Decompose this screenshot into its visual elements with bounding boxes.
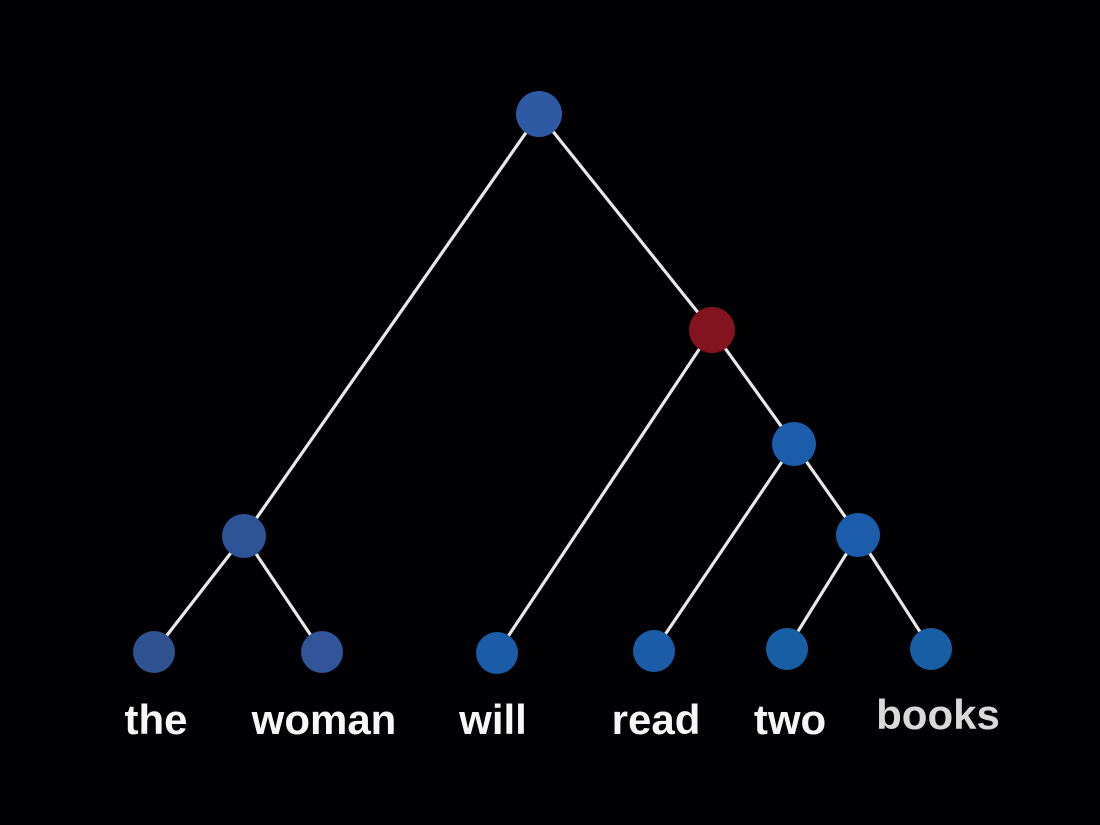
sentence-words-layer: the woman will read two books [125,691,1000,743]
tree-node-leaf-the [133,631,175,673]
tree-edges-layer [152,112,933,655]
tree-nodes-layer [133,91,952,674]
tree-edge-root-np-subject [242,112,541,538]
word-label-woman: woman [251,696,397,743]
word-label-two: two [754,696,826,743]
word-label-will: will [458,696,527,743]
tree-node-leaf-read [633,630,675,672]
word-label-read: read [612,696,701,743]
tree-edge-aux-phrase-vp [710,328,796,446]
word-label-the: the [125,696,188,743]
tree-edge-np-object-leaf-books [856,533,933,651]
tree-node-leaf-two [766,628,808,670]
tree-node-vp [772,422,816,466]
tree-edge-aux-phrase-leaf-will [495,328,714,655]
tree-edge-vp-leaf-read [652,442,796,653]
tree-node-leaf-woman [301,631,343,673]
tree-edge-np-subject-leaf-woman [242,534,324,654]
tree-node-aux-phrase [689,307,735,353]
tree-edge-root-aux-phrase [537,112,714,332]
tree-node-root [516,91,562,137]
tree-node-np-object [836,513,880,557]
word-label-books: books [876,691,1000,738]
tree-node-leaf-will [476,632,518,674]
tree-node-np-subject [222,514,266,558]
tree-edge-np-subject-leaf-the [152,534,246,654]
tree-edge-np-object-leaf-two [785,533,860,651]
tree-node-leaf-books [910,628,952,670]
